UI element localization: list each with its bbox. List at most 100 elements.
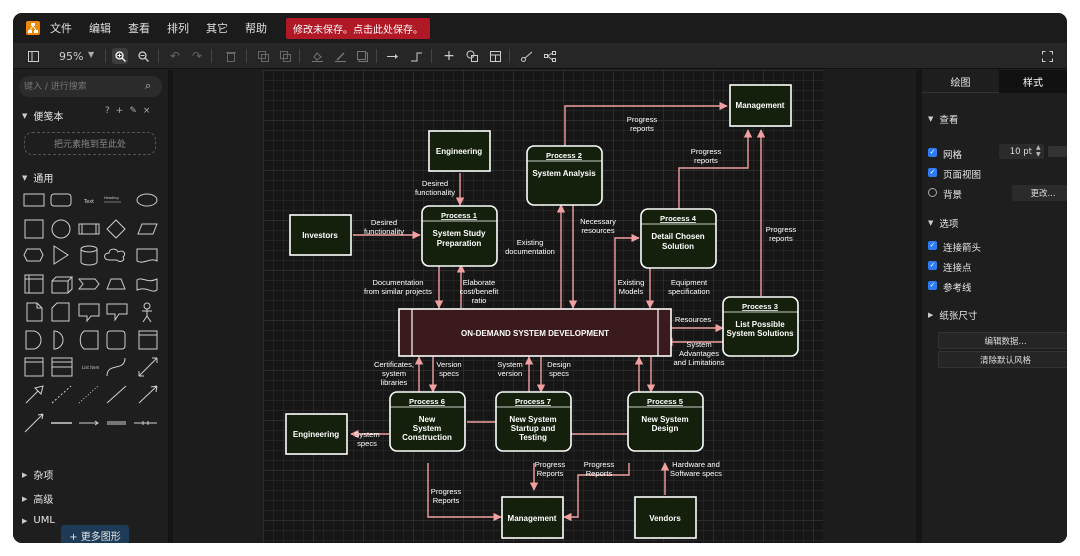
edge-label: Desired (422, 179, 448, 188)
label-process-5-line2: Design (652, 424, 679, 433)
edge-label: Progress (691, 147, 722, 156)
tab-diagram[interactable]: 绘图 (922, 70, 999, 93)
paper-size-section-header[interactable]: ▶ 纸张尺寸 (928, 308, 977, 322)
actor-shape (142, 302, 152, 323)
edge-label: Equipment (671, 278, 708, 287)
edge-label: Reports (586, 469, 613, 478)
scratchpad-actions[interactable]: ?+✎× (105, 106, 156, 116)
label-engineering-bottom: Engineering (293, 430, 339, 439)
tab-style[interactable]: 样式 (999, 70, 1067, 93)
line-color-icon[interactable] (332, 48, 348, 64)
unsaved-changes-button[interactable]: 修改未保存。点击此处保存。 (286, 17, 430, 39)
grid-size-stepper[interactable]: ▲▼ (1036, 144, 1041, 158)
to-back-icon[interactable] (277, 48, 293, 64)
redo-icon[interactable]: ↷ (191, 49, 203, 63)
grid-checkbox[interactable]: ✓ (928, 148, 937, 157)
edge-label: Design (547, 360, 571, 369)
connection-points-checkbox[interactable]: ✓ (928, 261, 937, 270)
label-process-3-line2: System Solutions (726, 329, 794, 338)
guides-checkbox[interactable]: ✓ (928, 281, 937, 290)
more-shapes-button[interactable]: + 更多图形 (61, 525, 129, 543)
label-engineering-top: Engineering (436, 147, 482, 156)
callout-shape (78, 303, 100, 323)
misc-section-header[interactable]: ▶ 杂项 (22, 467, 53, 483)
uml-section-header[interactable]: ▶ UML (22, 515, 55, 526)
advanced-section-header[interactable]: ▶ 高级 (22, 491, 53, 507)
cylinder-shape (80, 245, 98, 266)
tape-shape (136, 278, 158, 292)
zoom-out-icon[interactable] (135, 48, 151, 64)
menu-file[interactable]: 文件 (50, 22, 72, 35)
shape-search-input[interactable] (19, 76, 162, 97)
shadow-icon[interactable] (354, 48, 370, 64)
insert-shape-icon[interactable] (464, 48, 480, 64)
to-front-icon[interactable] (255, 48, 271, 64)
process-shape (78, 223, 100, 235)
close-icon[interactable]: × (142, 106, 157, 116)
square-shape (24, 219, 44, 239)
clear-default-style-button[interactable]: 清除默认风格 (938, 351, 1067, 368)
menu-extras[interactable]: 其它 (206, 22, 228, 35)
shape-palette[interactable]: Text Heading (21, 190, 161, 435)
edit-style-icon[interactable] (519, 48, 535, 64)
view-section-title: 查看 (939, 115, 959, 126)
view-section-header[interactable]: ▼ 查看 (928, 112, 958, 126)
page-view-checkbox[interactable]: ✓ (928, 168, 937, 177)
grid-size-input[interactable]: 10 pt (999, 144, 1044, 159)
sidebar-splitter[interactable] (169, 70, 173, 543)
label-process-2-line1: System Analysis (532, 169, 596, 178)
double-line-shape (107, 421, 126, 425)
zoom-level[interactable]: 95% (59, 50, 84, 63)
shapes-sidebar: ⌕ ▼ 便笺本 ?+✎× 把元素拖到至此处 ▼ 通用 Text Heading (13, 70, 169, 543)
edit-icon[interactable]: ✎ (129, 106, 143, 116)
insert-plus-icon[interactable]: + (443, 48, 455, 64)
menu-help[interactable]: 帮助 (245, 22, 267, 35)
diagram-canvas[interactable]: ON-DEMAND SYSTEM DEVELOPMENT Management … (173, 70, 916, 543)
diagram-page[interactable]: ON-DEMAND SYSTEM DEVELOPMENT Management … (263, 70, 823, 543)
edit-data-button[interactable]: 编辑数据... (938, 332, 1067, 349)
chevron-down-icon[interactable]: ▼ (88, 50, 95, 59)
edge-label: System (686, 340, 711, 349)
search-icon[interactable]: ⌕ (145, 79, 152, 92)
general-header[interactable]: ▼ 通用 (22, 170, 53, 186)
delete-icon[interactable] (223, 48, 239, 64)
format-panel-toggle-icon[interactable] (25, 48, 41, 64)
options-section-header[interactable]: ▼ 选项 (928, 216, 958, 230)
change-background-button[interactable]: 更改... (1012, 185, 1067, 201)
text-shape: Text (83, 199, 94, 205)
fill-color-icon[interactable] (309, 48, 325, 64)
document-shape (136, 248, 158, 263)
note-shape (26, 302, 43, 322)
grid-color-swatch[interactable] (1048, 146, 1067, 157)
node-central-process[interactable]: ON-DEMAND SYSTEM DEVELOPMENT (398, 308, 672, 357)
waypoint-icon[interactable] (409, 48, 425, 64)
layout-tree-icon[interactable] (542, 48, 558, 64)
background-checkbox[interactable] (928, 188, 937, 197)
fullscreen-icon[interactable] (1039, 48, 1055, 64)
table-icon[interactable] (487, 48, 503, 64)
grid-label: 网格 (943, 150, 963, 161)
scratchpad-drop-zone[interactable]: 把元素拖到至此处 (24, 132, 156, 155)
help-icon[interactable]: ? (105, 106, 116, 116)
chevron-down-icon: ▼ (928, 219, 934, 227)
circle-shape (51, 219, 71, 239)
label-process-3-title: Process 3 (742, 302, 778, 311)
connection-arrow-icon[interactable] (385, 48, 401, 64)
zoom-in-icon[interactable] (112, 48, 128, 64)
menu-edit[interactable]: 编辑 (89, 22, 111, 35)
edge-label: Progress (431, 487, 462, 496)
menu-view[interactable]: 查看 (128, 22, 150, 35)
edge-label: System (497, 360, 522, 369)
or-shape (25, 330, 42, 350)
connection-arrows-checkbox[interactable]: ✓ (928, 241, 937, 250)
format-panel-splitter[interactable] (916, 70, 922, 543)
edge-label: cost/benefit (460, 287, 500, 296)
node-vendors (634, 496, 697, 539)
add-icon[interactable]: + (115, 106, 130, 116)
scratchpad-header[interactable]: ▼ 便笺本 (22, 108, 63, 124)
diagram-svg[interactable]: ON-DEMAND SYSTEM DEVELOPMENT Management … (263, 70, 823, 543)
menu-arrange[interactable]: 排列 (167, 22, 189, 35)
chevron-down-icon: ▼ (928, 115, 934, 123)
container-shape (138, 330, 158, 350)
undo-icon[interactable]: ↶ (169, 49, 181, 63)
